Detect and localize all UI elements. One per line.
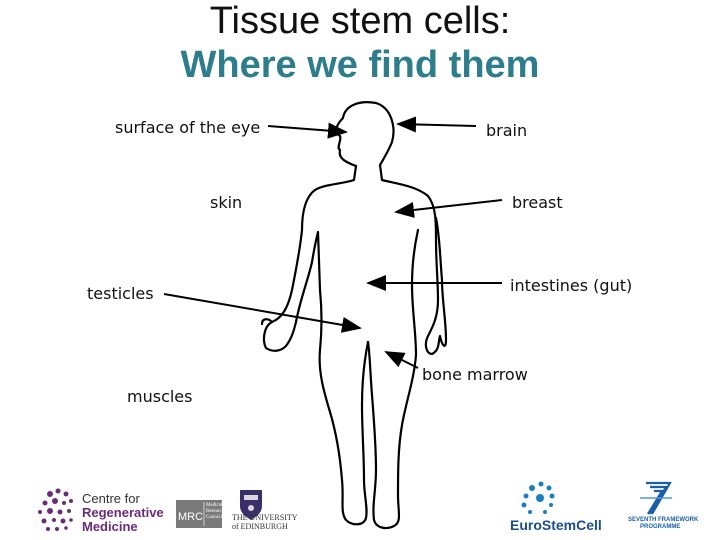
label-testicles: testicles <box>87 284 154 303</box>
crm-logo-line-3: Medicine <box>82 519 138 534</box>
title-line-1: Tissue stem cells: <box>209 0 511 42</box>
label-skin: skin <box>210 193 243 212</box>
arrow-surface-eye <box>267 122 348 139</box>
crm-logo-line-2: Regenerative <box>82 505 164 520</box>
label-bone-marrow: bone marrow <box>422 365 528 384</box>
human-body-outline <box>260 101 448 530</box>
mrc-logo-subtext: Medical Research Council <box>206 503 225 520</box>
edinburgh-logo-line-2: of EDINBURGH <box>232 522 288 531</box>
fp7-logo-line-1: SEVENTH FRAMEWORK <box>628 517 699 523</box>
arrow-brain <box>396 116 477 133</box>
arrow-breast <box>394 199 503 218</box>
label-muscles: muscles <box>127 387 193 406</box>
arrow-testicles <box>163 293 362 333</box>
crm-logo-dots <box>38 488 73 531</box>
edinburgh-logo-line-1: THE UNIVERSITY <box>232 513 298 522</box>
label-breast: breast <box>512 193 563 212</box>
mrc-logo-box <box>176 500 222 528</box>
label-brain: brain <box>486 121 528 140</box>
label-surface-of-eye: surface of the eye <box>115 118 261 137</box>
mrc-logo-text: MRC <box>178 511 204 523</box>
fp7-logo-line-2: PROGRAMME <box>640 524 681 530</box>
crm-logo-line-1: Centre for <box>82 491 140 506</box>
fp7-logo-icon <box>640 481 672 515</box>
arrow-bone-marrow <box>384 351 419 369</box>
edinburgh-crest-icon <box>240 490 262 520</box>
title-line-2: Where we find them <box>180 44 540 86</box>
eurostemcell-logo-icon <box>521 481 555 514</box>
label-intestines: intestines (gut) <box>510 276 633 295</box>
eurostemcell-logo-text: EuroStemCell <box>510 517 602 533</box>
